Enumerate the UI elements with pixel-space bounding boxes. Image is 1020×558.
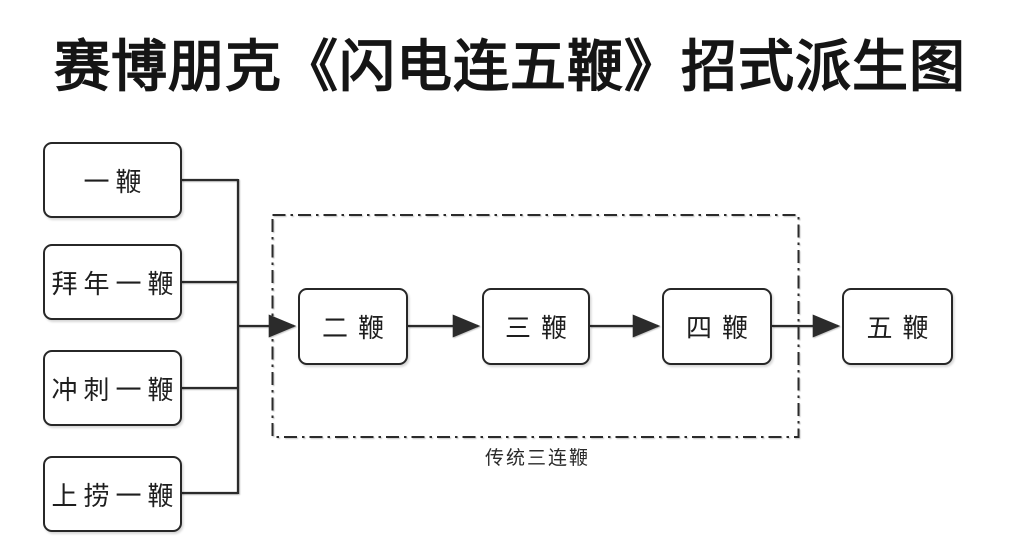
node-bainian-yi-bian: 拜年一鞭 [43,244,182,320]
node-label: 四鞭 [685,314,758,343]
node-label: 三鞭 [504,314,577,343]
node-label: 一鞭 [83,167,148,197]
group-box-traditional-three-whips [271,214,800,438]
node-san-bian: 三鞭 [482,288,590,365]
node-shanglao-yi-bian: 上捞一鞭 [43,456,182,532]
group-label-traditional-three-whips: 传统三连鞭 [484,448,590,469]
node-chongci-yi-bian: 冲刺一鞭 [43,350,182,426]
node-label: 冲刺一鞭 [51,375,180,405]
node-label: 二鞭 [321,314,394,343]
node-er-bian: 二鞭 [298,288,408,365]
node-label: 拜年一鞭 [51,269,180,299]
node-yi-bian: 一鞭 [43,142,182,218]
node-label: 五鞭 [866,314,939,343]
node-wu-bian: 五鞭 [842,288,953,365]
page-title: 赛博朋克《闪电连五鞭》招式派生图 [54,37,966,99]
node-si-bian: 四鞭 [662,288,772,365]
node-label: 上捞一鞭 [51,481,180,511]
